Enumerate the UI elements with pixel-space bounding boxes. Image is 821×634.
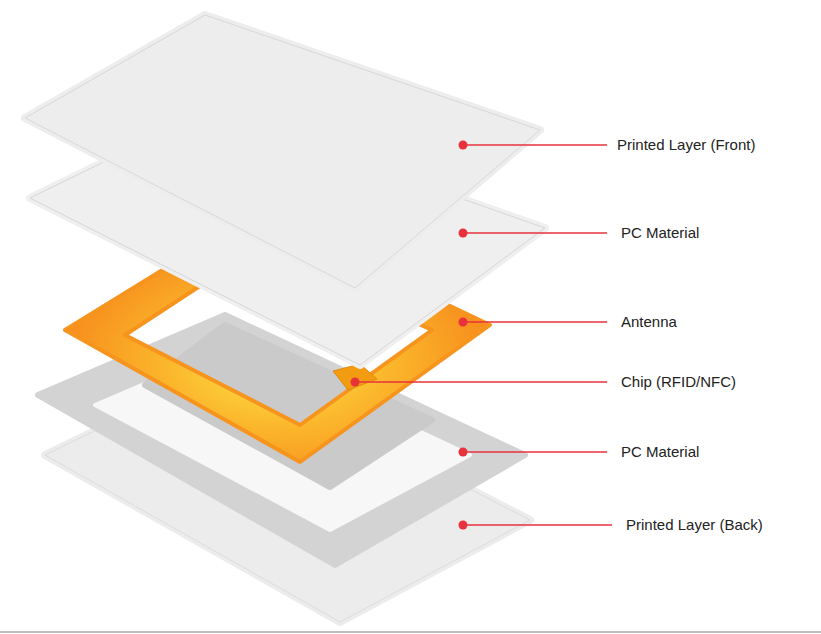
inlay-sheet xyxy=(145,325,432,487)
leader-dot xyxy=(459,318,468,327)
leader-dot xyxy=(351,378,360,387)
leader-line xyxy=(463,321,607,323)
leader-dot xyxy=(459,521,468,530)
leader-dot xyxy=(459,141,468,150)
leader-line xyxy=(463,524,612,526)
part-label: Printed Layer (Front) xyxy=(617,136,755,154)
part-label: Chip (RFID/NFC) xyxy=(621,373,736,391)
leader-line xyxy=(463,232,607,234)
part-label: PC Material xyxy=(621,224,699,242)
leader-line xyxy=(463,144,607,146)
front-layer-edge xyxy=(25,15,540,288)
leader-dot xyxy=(459,229,468,238)
leader-line xyxy=(463,451,607,453)
front-layer xyxy=(25,15,540,288)
part-label: Printed Layer (Back) xyxy=(626,516,763,534)
bottom-rule xyxy=(0,631,821,633)
part-label: Antenna xyxy=(621,313,677,331)
leader-line xyxy=(355,381,607,383)
leader-dot xyxy=(459,448,468,457)
part-label: PC Material xyxy=(621,443,699,461)
chip xyxy=(333,364,377,390)
